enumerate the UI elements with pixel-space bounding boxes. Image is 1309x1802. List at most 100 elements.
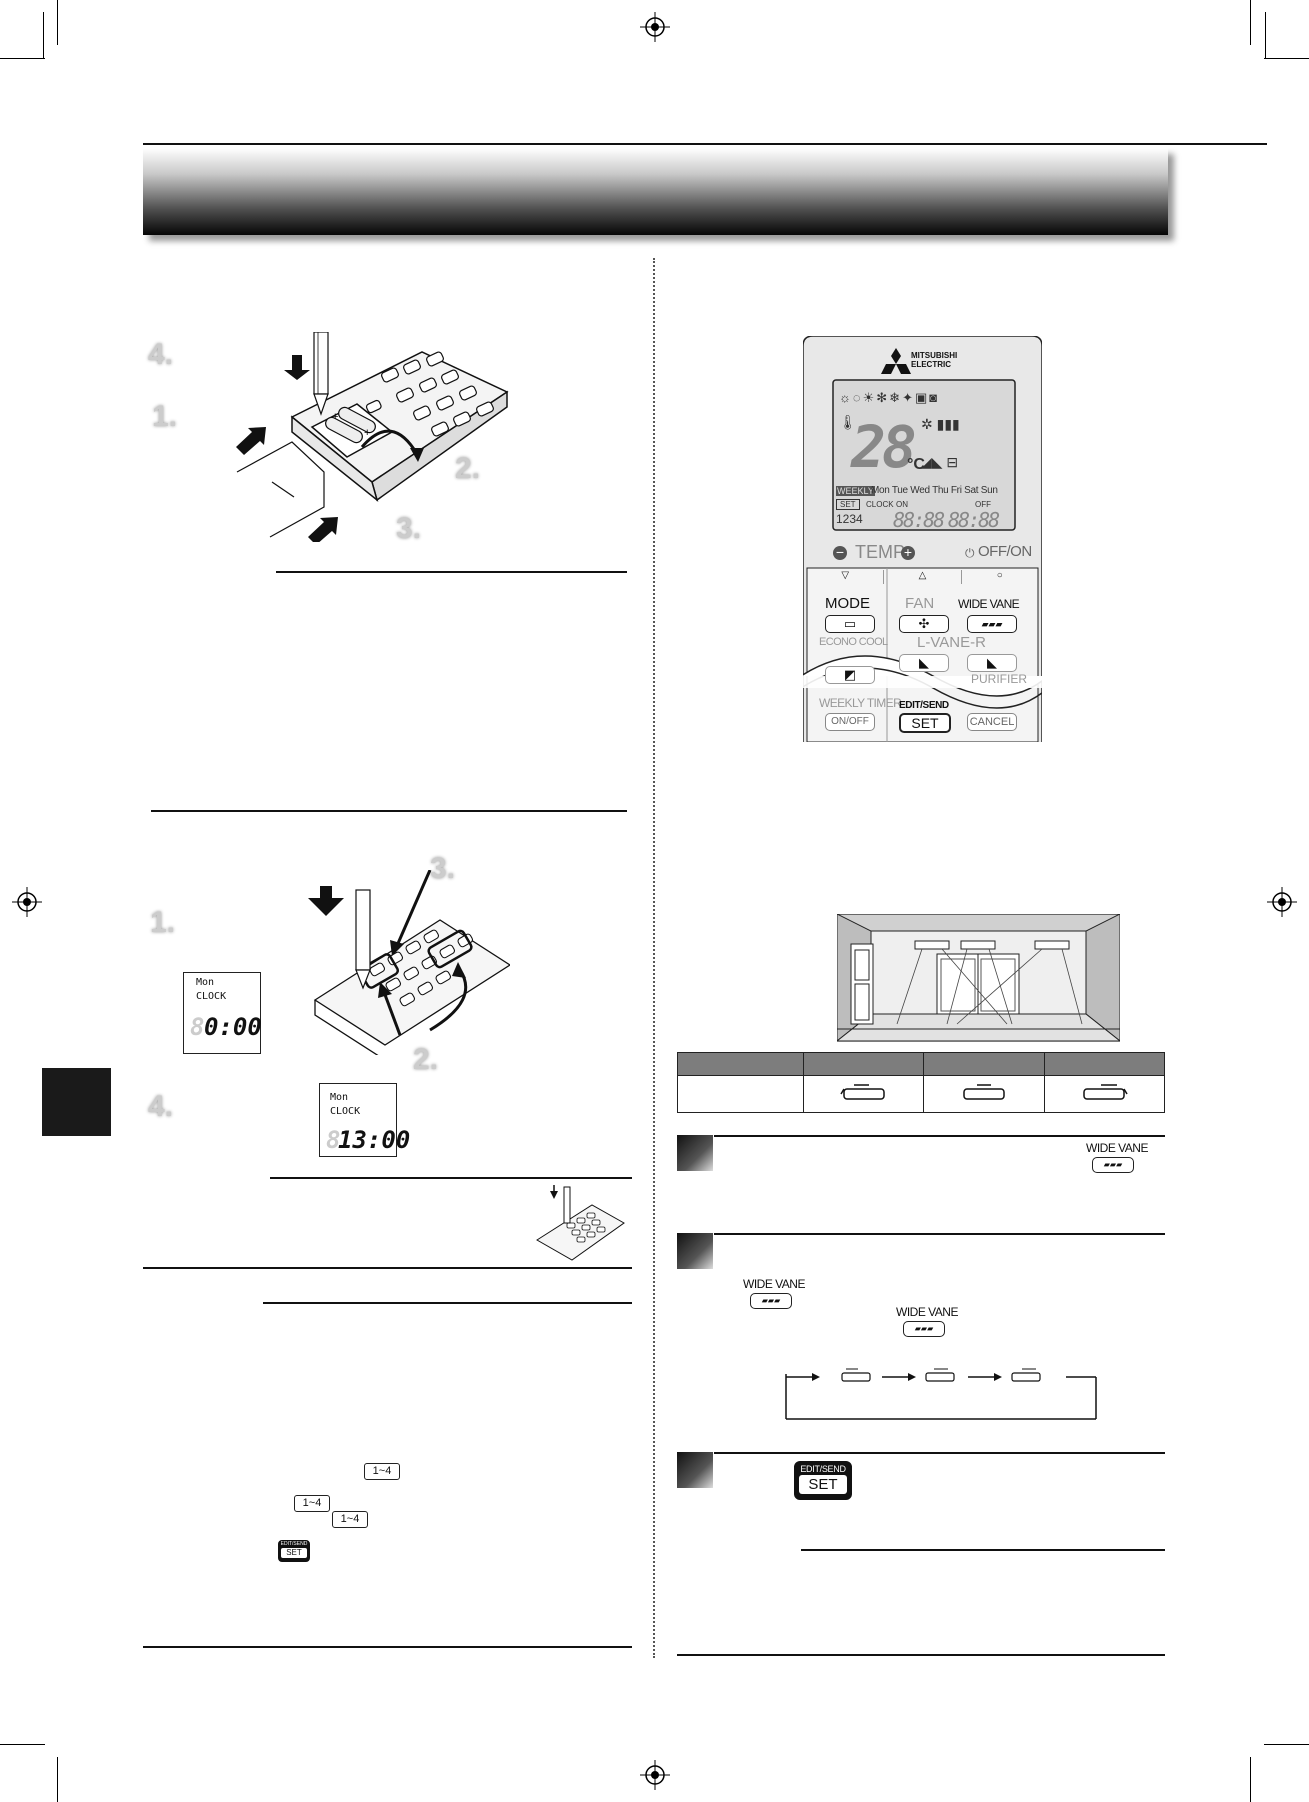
column-divider — [653, 258, 655, 1658]
ghost-digit: 8 — [326, 1126, 341, 1154]
step-rule — [714, 1135, 1165, 1137]
room-illustration — [837, 914, 1120, 1042]
cancel-button[interactable]: CANCEL — [967, 713, 1017, 731]
wide-vane-label: WIDE VANE — [1086, 1141, 1148, 1155]
fan-speed-icon: ✲ ▮▮▮ — [921, 416, 960, 432]
step-label: 2. — [455, 452, 481, 485]
weekly-timer-on-off-button[interactable]: ON/OFF — [825, 713, 875, 731]
econo-cool-label: ECONO COOL — [819, 636, 888, 648]
section-rule — [270, 1177, 632, 1179]
temperature-unit: °C — [907, 456, 925, 473]
fan-label: FAN — [905, 595, 935, 612]
temperature-display: 28 — [851, 413, 917, 481]
section-rule — [276, 571, 627, 573]
step-3-marker — [677, 1452, 713, 1488]
set-button[interactable]: SET — [899, 713, 951, 733]
off-tag: OFF — [975, 500, 991, 509]
crop-mark — [0, 58, 45, 59]
registration-mark-bottom — [640, 1760, 670, 1790]
clock-display-flashing: Mon CLOCK 8 0:00 — [183, 972, 262, 1054]
step-rule — [714, 1233, 1165, 1235]
fan-button[interactable]: ✣ — [899, 615, 949, 633]
edit-send-label: EDIT/SEND — [899, 700, 949, 711]
crop-mark — [57, 1757, 58, 1802]
wide-vane-button[interactable]: ▰▰▰ — [750, 1293, 792, 1309]
crop-mark — [1250, 1757, 1251, 1802]
r-vane-button[interactable]: ◣ — [967, 654, 1017, 672]
temp-up-icon[interactable]: + — [901, 545, 915, 560]
section-rule — [263, 1302, 632, 1304]
time-value: 13:00 — [338, 1126, 411, 1154]
table-header-cell — [1043, 1052, 1166, 1076]
reset-illustration — [536, 1185, 625, 1261]
step-label: 3. — [396, 512, 422, 545]
wide-vane-label: WIDE VANE — [743, 1277, 805, 1291]
on-tag: ON — [896, 500, 908, 509]
table-cell — [677, 1075, 804, 1113]
unit-left-icon — [840, 1083, 885, 1100]
vane-icon: ◢◣ ⊟ — [921, 454, 959, 470]
thermometer-icon: 🌡 — [839, 414, 857, 430]
clock-label: CLOCK — [196, 991, 227, 1002]
circle-key[interactable]: ○ — [996, 570, 1003, 581]
weekly-timer-label: WEEKLY TIMER — [819, 696, 902, 710]
wide-vane-button[interactable]: ▰▰▰ — [967, 615, 1017, 633]
range-button[interactable]: 1~4 — [364, 1463, 400, 1480]
step-label: 3. — [430, 852, 456, 885]
clock-label: CLOCK — [330, 1106, 361, 1117]
edit-send-label: EDIT/SEND — [280, 1541, 308, 1547]
step-rule — [714, 1452, 1165, 1454]
step-label: 2. — [413, 1043, 439, 1076]
set-tag: SET — [836, 499, 860, 510]
svg-text:+: + — [332, 411, 338, 423]
edit-send-set-button[interactable]: EDIT/SEND SET — [278, 1540, 310, 1562]
wide-vane-button[interactable]: ▰▰▰ — [1092, 1157, 1134, 1173]
power-icon: ⏻ — [965, 546, 975, 560]
mode-icons-row: ☼◌☀✻❄✦▣◙ — [839, 390, 940, 405]
step-1-marker — [677, 1135, 713, 1171]
wide-vane-button[interactable]: ▰▰▰ — [903, 1321, 945, 1337]
table-header-cell — [802, 1052, 925, 1076]
registration-mark-top — [640, 12, 670, 42]
step-label: 1. — [150, 906, 176, 939]
program-numbers: 1234 — [836, 512, 863, 526]
ghost-digit: 8 — [190, 1013, 205, 1041]
table-header-row — [677, 1052, 1166, 1076]
range-button[interactable]: 1~4 — [332, 1511, 368, 1528]
remote-controller: MITSUBISHI ELECTRIC ☼◌☀✻❄✦▣◙ 🌡 28 °C ✲ ▮… — [803, 336, 1042, 742]
table-cell — [1043, 1075, 1166, 1113]
section-tab — [42, 1068, 111, 1136]
econo-cool-button[interactable]: ◩ — [825, 666, 875, 684]
set-label: SET — [799, 1475, 847, 1494]
crop-mark — [1264, 1744, 1309, 1745]
mode-label: MODE — [825, 595, 870, 612]
day-label: Mon — [196, 977, 215, 988]
temp-label: TEMP — [855, 542, 906, 562]
range-button[interactable]: 1~4 — [294, 1495, 330, 1512]
edit-send-set-button[interactable]: EDIT/SEND SET — [794, 1461, 852, 1500]
table-cell — [923, 1075, 1045, 1113]
top-rule — [143, 143, 1267, 145]
step-2-marker — [677, 1233, 713, 1269]
step-label: 4. — [148, 1090, 174, 1123]
weekdays-row: Mon Tue Wed Thu Fri Sat Sun — [871, 485, 998, 496]
time-value: 0:00 — [204, 1013, 262, 1041]
mode-button[interactable]: ▭ — [825, 615, 875, 633]
registration-mark-left — [12, 887, 42, 917]
arrow-keys-row: ▽ △ ○ — [807, 570, 1038, 584]
day-label: Mon — [330, 1092, 349, 1103]
brand-name: MITSUBISHI ELECTRIC — [911, 351, 958, 369]
registration-mark-right — [1267, 887, 1297, 917]
header-banner — [143, 148, 1168, 235]
wide-vane-label: WIDE VANE — [958, 597, 1020, 611]
unit-center-icon — [963, 1083, 1005, 1100]
off-on-label: OFF/ON — [978, 543, 1032, 560]
purifier-label: PURIFIER — [971, 672, 1028, 686]
arrow-down-key[interactable]: ▽ — [807, 570, 885, 584]
crop-mark — [1265, 12, 1266, 58]
temp-down-icon[interactable]: − — [833, 545, 847, 560]
clock-display-set: Mon CLOCK 8 13:00 — [319, 1083, 410, 1157]
arrow-up-key[interactable]: △ — [884, 570, 962, 584]
section-rule — [143, 1646, 632, 1648]
l-vane-button[interactable]: ◣ — [899, 654, 949, 672]
